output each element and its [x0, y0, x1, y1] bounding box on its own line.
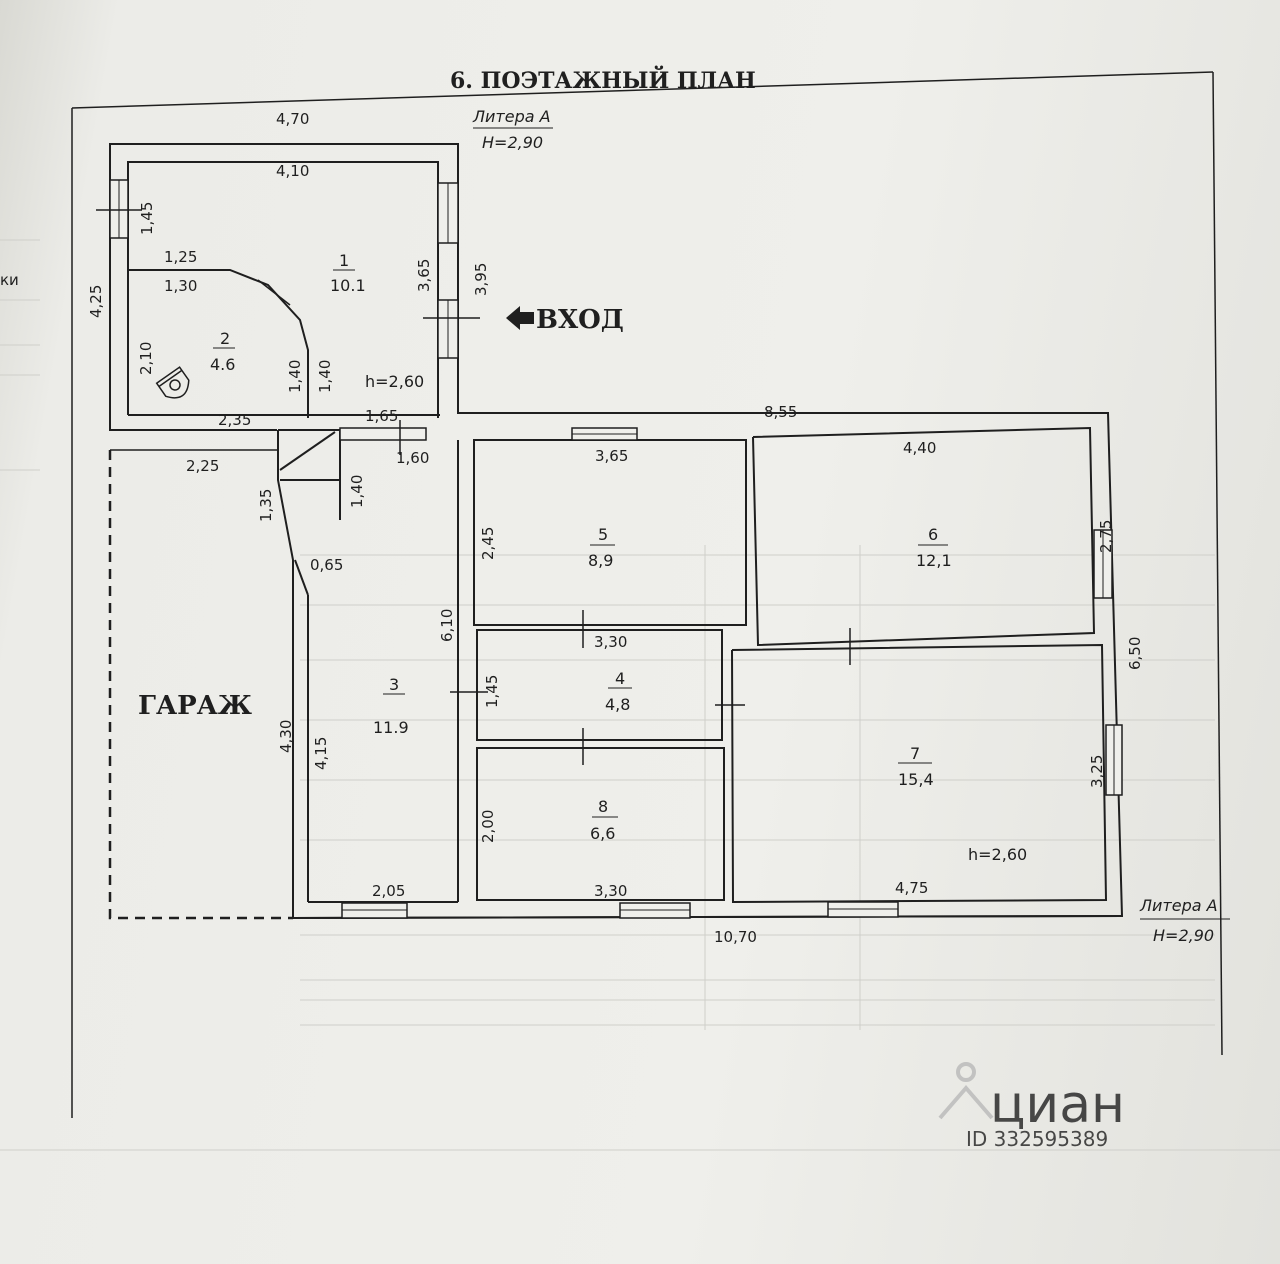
page-frame [71, 71, 1223, 1118]
room-6-number: 6 [928, 525, 938, 544]
dim-room3-left: 4,15 [312, 737, 330, 770]
litera-top-name: Литера А [472, 107, 551, 126]
dim-room2-top-a: 1,25 [164, 248, 197, 266]
litera-top-height: H=2,90 [482, 133, 543, 152]
room-5-area: 8,9 [588, 551, 613, 570]
dim-stair-right: 1,40 [348, 475, 366, 508]
dim-room4-top: 3,30 [594, 633, 627, 651]
litera-bottom-name: Литера А [1139, 896, 1218, 915]
ceiling-height-lower: h=2,60 [968, 845, 1027, 864]
dim-outer-bottom: 10,70 [714, 928, 757, 946]
walls [109, 143, 1124, 920]
dim-stair-bottom: 0,65 [310, 556, 343, 574]
dim-room2-right: 1,40 [286, 360, 304, 393]
dim-room8-bottom: 3,30 [594, 882, 627, 900]
room-5-number: 5 [598, 525, 608, 544]
door-marks [96, 209, 851, 765]
ceiling-height-upper: h=2,60 [365, 372, 424, 391]
margin-fragment: ки [0, 271, 19, 289]
windows [109, 179, 1123, 919]
dim-room3-right: 6,10 [438, 609, 456, 642]
cian-watermark: циан ID 332595389 [938, 1062, 1125, 1151]
room-7-area: 15,4 [898, 770, 934, 789]
room-2-number: 2 [220, 329, 230, 348]
room-8-area: 6,6 [590, 824, 615, 843]
room-1-number: 1 [339, 251, 349, 270]
dim-room2-top-b: 1,30 [164, 277, 197, 295]
dimension-labels-vertical: 1,45 4,25 2,10 1,40 1,40 3,65 3,95 1,35 … [87, 202, 1144, 843]
toilet-icon [155, 366, 190, 399]
dim-room6-top: 4,40 [903, 439, 936, 457]
room-3-number: 3 [389, 675, 399, 694]
entrance-label: ВХОД [536, 305, 624, 335]
dimension-labels: 4,70 4,10 1,25 1,30 2,35 1,65 1,60 8,55 … [164, 110, 936, 946]
dim-outer-top-left: 4,70 [276, 110, 309, 128]
dim-room5-left: 2,45 [479, 527, 497, 560]
dim-outer-right-lower: 6,50 [1126, 637, 1144, 670]
garage-outline [108, 450, 293, 920]
dim-room1-right: 3,65 [415, 259, 433, 292]
window-lines [118, 180, 1115, 911]
litera-bottom-height: H=2,90 [1153, 926, 1214, 945]
room-4-area: 4,8 [605, 695, 630, 714]
dim-hall-mid: 1,60 [396, 449, 429, 467]
dim-room5-top: 3,65 [595, 447, 628, 465]
dim-room1-left-low: 1,40 [316, 360, 334, 393]
dim-outer-left: 4,25 [87, 285, 105, 318]
dim-room6-right: 2,75 [1097, 520, 1115, 553]
dim-garage-right: 4,30 [277, 720, 295, 753]
dim-room3-bottom: 2,05 [372, 882, 405, 900]
watermark-brand: циан [990, 1075, 1125, 1135]
watermark-id: ID 332595389 [966, 1127, 1108, 1151]
room-fraction-lines [213, 269, 948, 818]
room-3-area: 11.9 [373, 718, 409, 737]
location-pin-icon [938, 1062, 994, 1120]
dim-room8-left: 2,00 [479, 810, 497, 843]
page-title: 6. ПОЭТАЖНЫЙ ПЛАН [450, 65, 756, 94]
room-2-area: 4.6 [210, 355, 235, 374]
dim-room7-right: 3,25 [1088, 755, 1106, 788]
room-4-number: 4 [615, 669, 625, 688]
room-8-number: 8 [598, 797, 608, 816]
dim-room7-bottom: 4,75 [895, 879, 928, 897]
dim-room1-top: 4,10 [276, 162, 309, 180]
dim-outer-right-top: 8,55 [764, 403, 797, 421]
room-6-area: 12,1 [916, 551, 952, 570]
room-7-number: 7 [910, 744, 920, 763]
dim-outer-right-upper: 3,95 [472, 263, 490, 296]
dim-room2-left: 2,10 [137, 342, 155, 375]
dim-hall-top: 1,65 [365, 407, 398, 425]
entrance-arrow-icon [506, 306, 534, 330]
dim-garage-top: 2,25 [186, 457, 219, 475]
dim-room2-bottom: 2,35 [218, 411, 251, 429]
garage-label: ГАРАЖ [138, 691, 252, 721]
dim-room4-left: 1,45 [483, 675, 501, 708]
dim-stair-left: 1,35 [257, 489, 275, 522]
room-1-area: 10.1 [330, 276, 366, 295]
dim-left-window: 1,45 [138, 202, 156, 235]
